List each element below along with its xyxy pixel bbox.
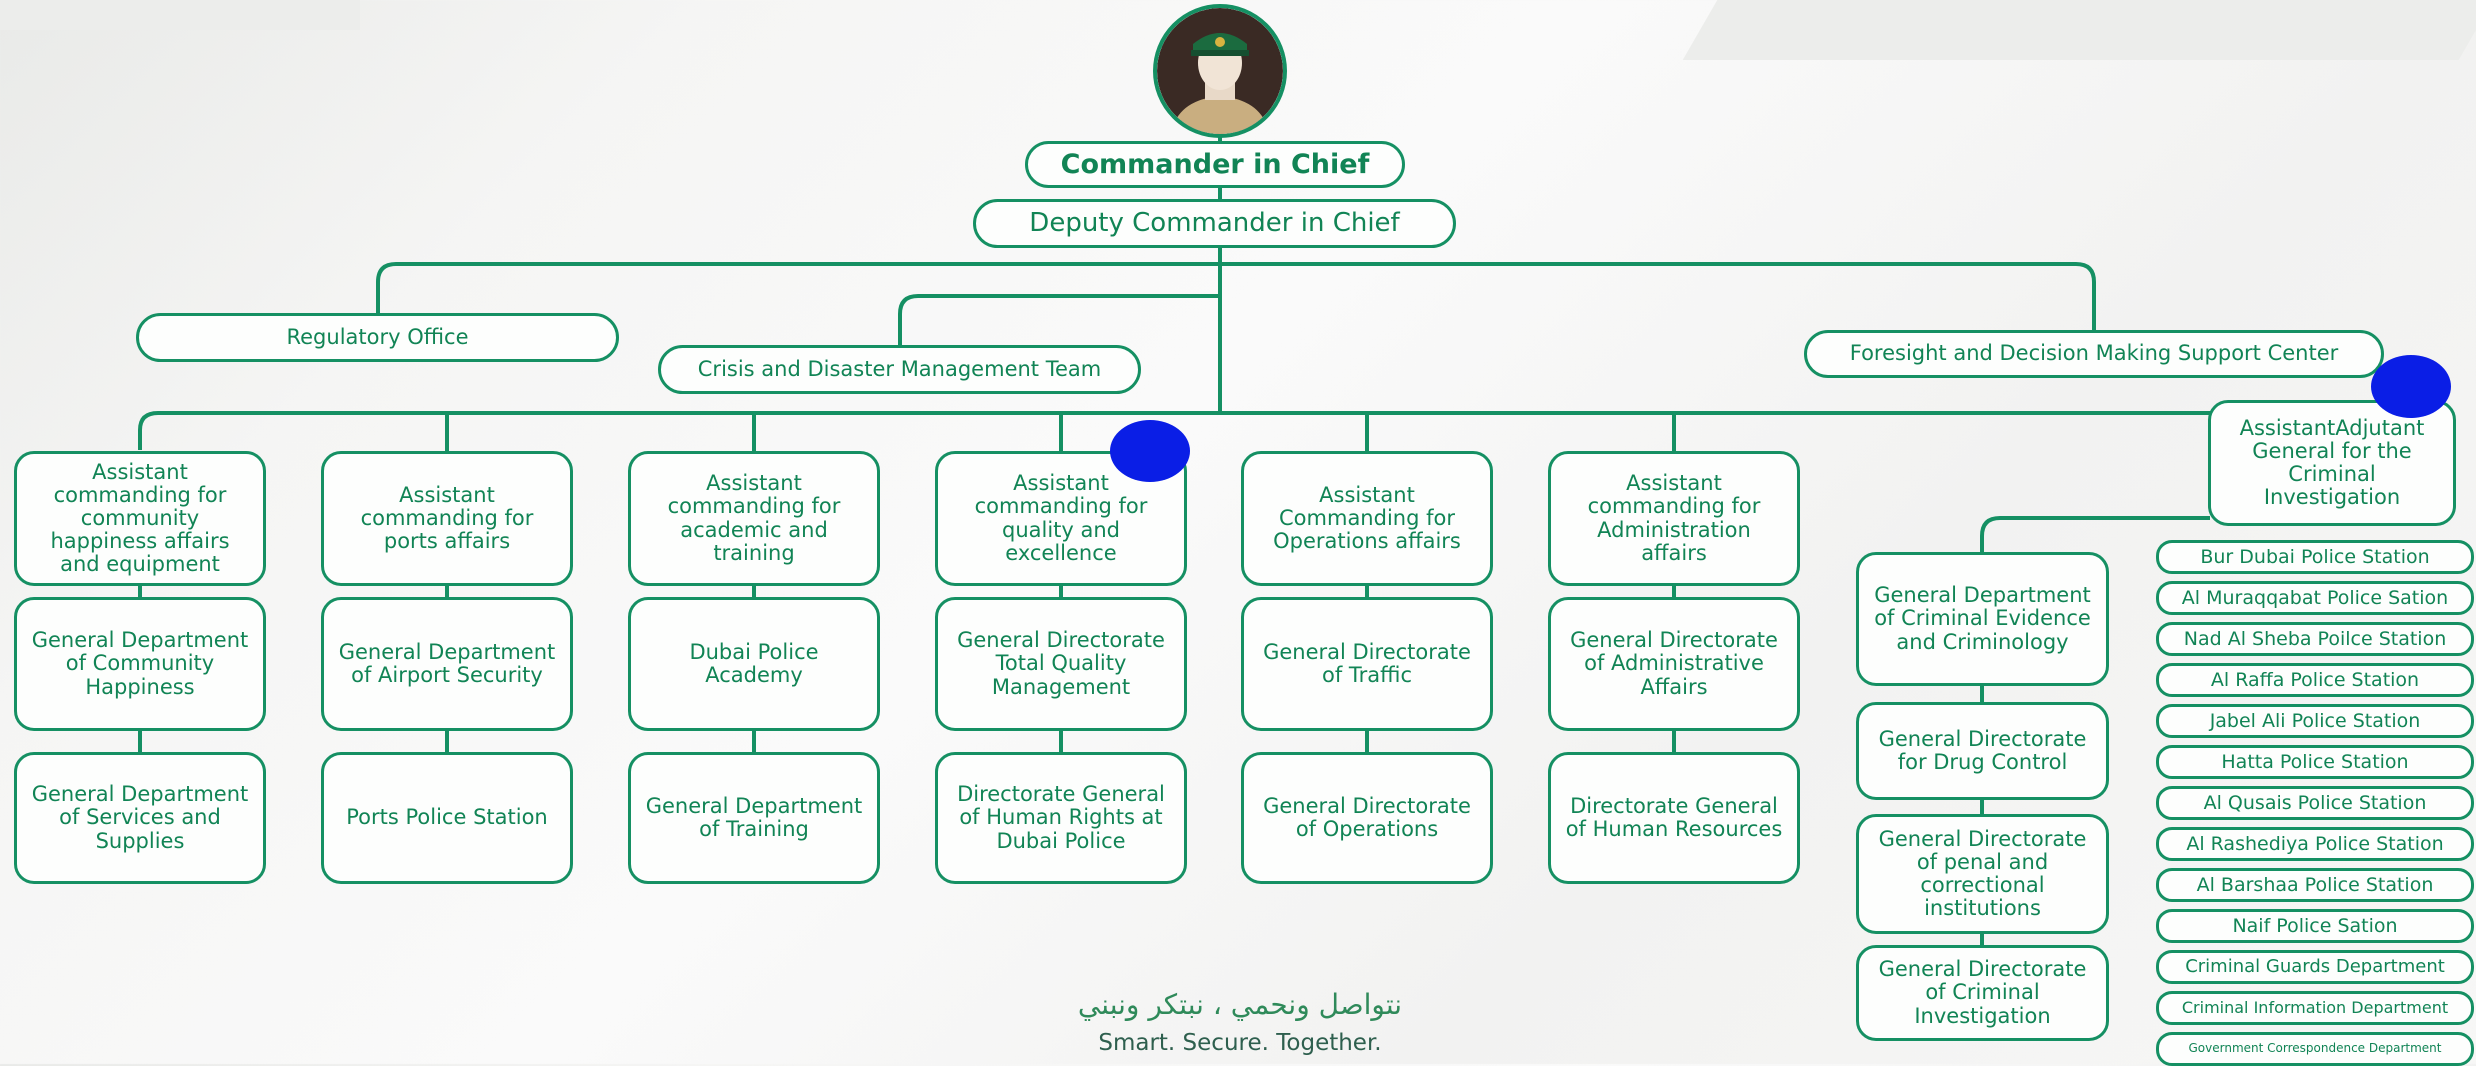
station-hatta: Hatta Police Station (2156, 745, 2474, 779)
dubai-police-academy-box: Dubai Police Academy (628, 597, 880, 731)
assistant-administration-box: Assistant commanding for Administration … (1548, 451, 1800, 586)
marker-dot-criminal (2371, 355, 2451, 418)
station-bur-dubai: Bur Dubai Police Station (2156, 540, 2474, 574)
station-al-muraqqabat: Al Muraqqabat Police Sation (2156, 581, 2474, 615)
station-al-barshaa: Al Barshaa Police Station (2156, 868, 2474, 902)
dept-human-rights-box: Directorate General of Human Rights at D… (935, 752, 1187, 884)
assistant-ports-box: Assistant commanding for ports affairs (321, 451, 573, 586)
dept-administrative-affairs-box: General Directorate of Administrative Af… (1548, 597, 1800, 731)
dept-airport-security-box: General Department of Airport Security (321, 597, 573, 731)
dept-criminal-investigation-box: General Directorate of Criminal Investig… (1856, 945, 2109, 1041)
commander-in-chief-box: Commander in Chief (1025, 141, 1405, 188)
foresight-center-box: Foresight and Decision Making Support Ce… (1804, 330, 2384, 378)
station-al-qusais: Al Qusais Police Station (2156, 786, 2474, 820)
dept-traffic-box: General Directorate of Traffic (1241, 597, 1493, 731)
slogan-english: Smart. Secure. Together. (1098, 1030, 1382, 1056)
station-al-raffa: Al Raffa Police Station (2156, 663, 2474, 697)
dept-community-happiness-box: General Department of Community Happines… (14, 597, 266, 731)
slogan-arabic: نتواصل ونحمي ، نبتكر ونبني (1077, 988, 1403, 1021)
deputy-commander-box: Deputy Commander in Chief (973, 199, 1456, 248)
dept-human-resources-box: Directorate General of Human Resources (1548, 752, 1800, 884)
dept-services-supplies-box: General Department of Services and Suppl… (14, 752, 266, 884)
station-nad-al-sheba: Nad Al Sheba Poilce Station (2156, 622, 2474, 656)
ports-police-station-box: Ports Police Station (321, 752, 573, 884)
dept-operations-box: General Directorate of Operations (1241, 752, 1493, 884)
assistant-criminal-investigation-box: AssistantAdjutant General for the Crimin… (2208, 400, 2456, 526)
criminal-information-department: Criminal Information Department (2156, 991, 2474, 1025)
dept-drug-control-box: General Directorate for Drug Control (1856, 702, 2109, 800)
marker-dot-quality (1110, 420, 1190, 482)
assistant-operations-box: Assistant Commanding for Operations affa… (1241, 451, 1493, 586)
dept-penal-institutions-box: General Directorate of penal and correct… (1856, 814, 2109, 934)
background-band-left (0, 0, 360, 30)
dept-total-quality-box: General Directorate Total Quality Manage… (935, 597, 1187, 731)
assistant-community-box: Assistant commanding for community happi… (14, 451, 266, 586)
government-correspondence-department: Government Correspondence Department (2156, 1032, 2474, 1066)
dept-training-box: General Department of Training (628, 752, 880, 884)
regulatory-office-box: Regulatory Office (136, 313, 619, 362)
crisis-team-box: Crisis and Disaster Management Team (658, 345, 1141, 394)
station-al-rashediya: Al Rashediya Police Station (2156, 827, 2474, 861)
station-naif: Naif Police Sation (2156, 909, 2474, 943)
station-jabel-ali: Jabel Ali Police Station (2156, 704, 2474, 738)
dept-criminal-evidence-box: General Department of Criminal Evidence … (1856, 552, 2109, 686)
commander-avatar (1153, 4, 1287, 138)
criminal-guards-department: Criminal Guards Department (2156, 950, 2474, 984)
assistant-academic-box: Assistant commanding for academic and tr… (628, 451, 880, 586)
officer-portrait-icon (1157, 8, 1283, 134)
